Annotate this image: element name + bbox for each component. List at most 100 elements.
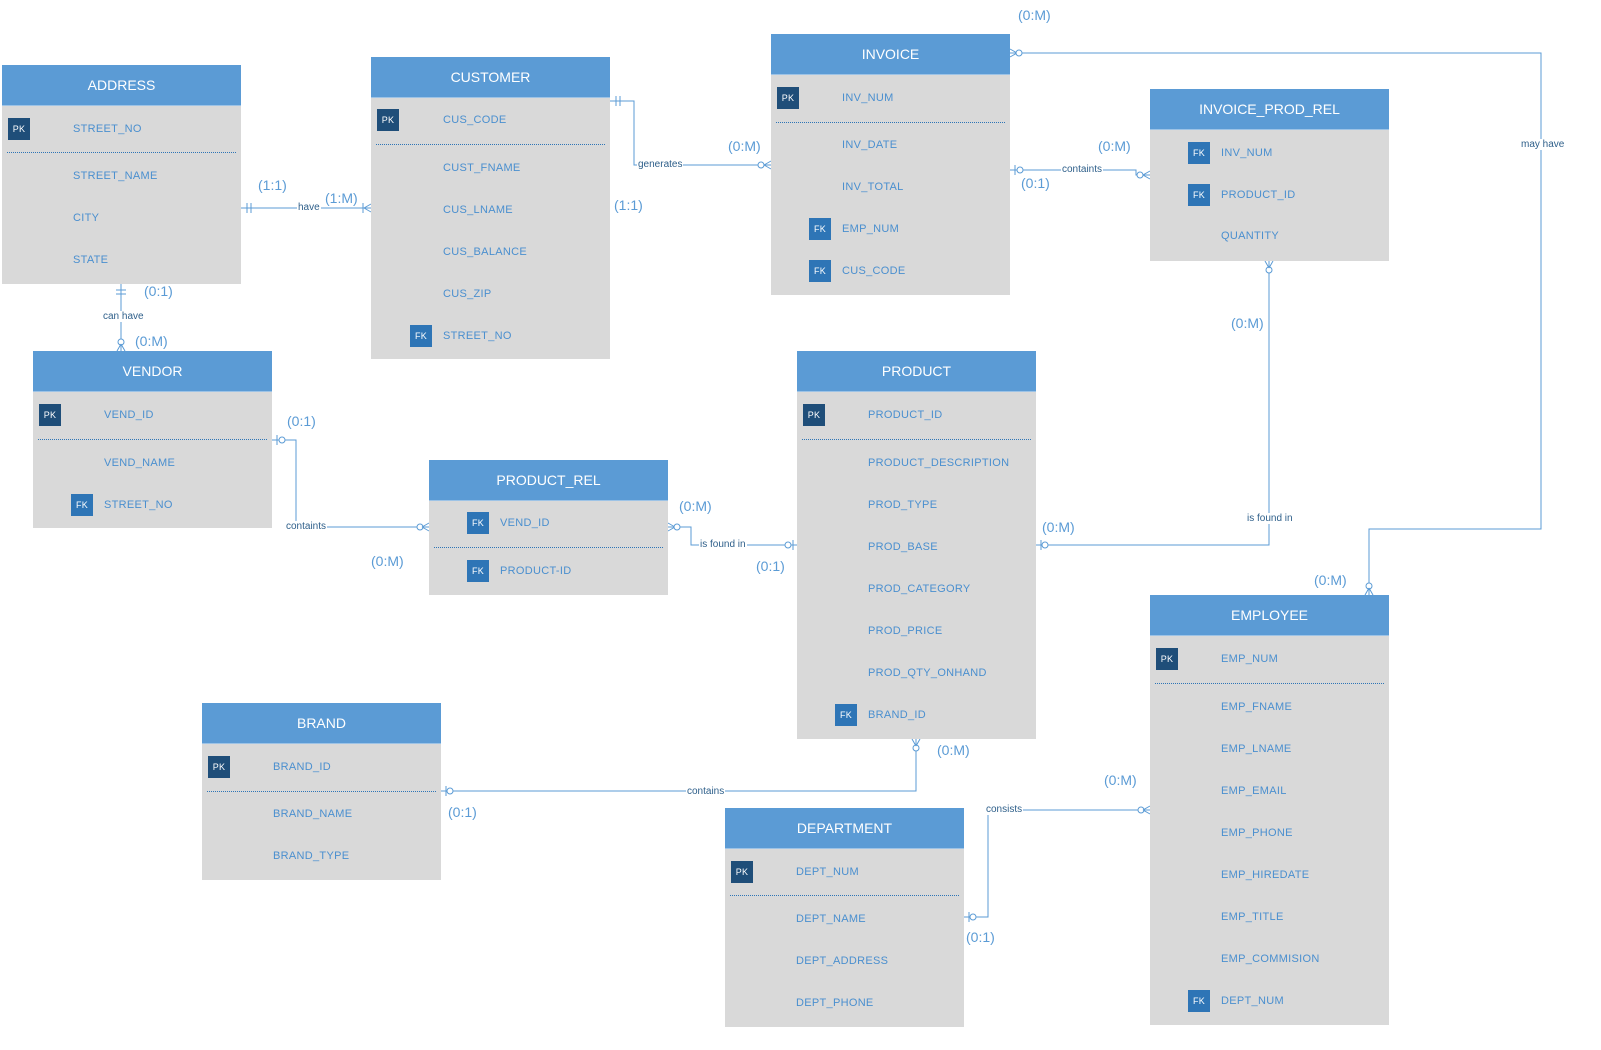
cardinality-label: (0:1) <box>1021 175 1050 191</box>
attribute-name: DEPT_NUM <box>1221 995 1284 1007</box>
entity-title: PRODUCT <box>797 351 1036 392</box>
zero-marker <box>1365 582 1373 590</box>
foreign-key-badge: FK <box>467 560 489 582</box>
attribute-name: EMP_TITLE <box>1221 911 1284 923</box>
attribute-row: PROD_TYPE <box>797 492 1036 518</box>
attribute-row: EMP_COMMISION <box>1150 946 1389 972</box>
attribute-name: STREET_NAME <box>73 170 158 182</box>
relationship-line <box>441 739 917 792</box>
key-separator <box>38 439 267 440</box>
attribute-row: DEPT_NAME <box>725 906 964 932</box>
relationship-label: generates <box>637 159 684 170</box>
key-separator <box>1155 683 1384 684</box>
cardinality-label: (0:M) <box>135 333 168 349</box>
attribute-name: STATE <box>73 254 109 266</box>
attribute-name: EMP_NUM <box>1221 653 1279 665</box>
attribute-row: CITY <box>2 205 241 231</box>
cardinality-label: (0:M) <box>728 138 761 154</box>
attribute-name: CUST_FNAME <box>443 162 521 174</box>
cardinality-label: (1:M) <box>325 190 358 206</box>
attribute-name: QUANTITY <box>1221 230 1280 242</box>
many-marker <box>911 738 921 747</box>
zero-marker <box>969 913 977 921</box>
attribute-name: STREET_NO <box>443 330 512 342</box>
primary-key-badge: PK <box>1156 648 1178 670</box>
attribute-row: PRODUCT_DESCRIPTION <box>797 450 1036 476</box>
entity-title: PRODUCT_REL <box>429 460 668 501</box>
zero-marker <box>1016 166 1024 174</box>
attribute-name: INV_NUM <box>842 92 894 104</box>
key-separator <box>776 122 1005 123</box>
attribute-name: PRODUCT-ID <box>500 565 572 577</box>
relationship-label: consists <box>985 804 1024 815</box>
many-marker <box>1142 805 1151 815</box>
primary-key-badge: PK <box>377 109 399 131</box>
relationship-line <box>1036 261 1270 546</box>
attribute-name: PROD_TYPE <box>868 499 938 511</box>
many-marker <box>363 203 372 213</box>
foreign-key-badge: FK <box>809 260 831 282</box>
relationship-line <box>610 100 771 166</box>
attribute-name: STREET_NO <box>73 123 142 135</box>
relationship-label: may have <box>1520 139 1566 150</box>
relationship-label: is found in <box>1246 513 1294 524</box>
attribute-name: INV_TOTAL <box>842 181 904 193</box>
attribute-row: PK INV_NUM <box>771 85 1010 111</box>
key-separator <box>434 547 663 548</box>
cardinality-label: (0:M) <box>1104 772 1137 788</box>
cardinality-label: (0:1) <box>966 929 995 945</box>
attribute-row: BRAND_TYPE <box>202 843 441 869</box>
foreign-key-badge: FK <box>1188 184 1210 206</box>
cardinality-label: (0:1) <box>287 413 316 429</box>
attribute-row: VEND_NAME <box>33 450 272 476</box>
attribute-name: EMP_PHONE <box>1221 827 1293 839</box>
zero-marker <box>1136 171 1144 179</box>
key-separator <box>7 152 236 153</box>
attribute-row: DEPT_ADDRESS <box>725 948 964 974</box>
attribute-row: PK EMP_NUM <box>1150 646 1389 672</box>
cardinality-label: (0:1) <box>756 558 785 574</box>
attribute-row: EMP_PHONE <box>1150 820 1389 846</box>
many-marker <box>1364 587 1374 596</box>
attribute-name: VEND_ID <box>104 409 154 421</box>
entity-title: BRAND <box>202 703 441 744</box>
attribute-name: CUS_BALANCE <box>443 246 527 258</box>
attribute-name: EMP_NUM <box>842 223 900 235</box>
cardinality-label: (0:M) <box>679 498 712 514</box>
cardinality-label: (1:1) <box>258 177 287 193</box>
attribute-name: CUS_CODE <box>443 114 507 126</box>
zero-marker <box>278 436 286 444</box>
primary-key-badge: PK <box>777 87 799 109</box>
attribute-row: STATE <box>2 247 241 273</box>
attribute-row: INV_TOTAL <box>771 174 1010 200</box>
cardinality-label: (1:1) <box>614 197 643 213</box>
zero-marker <box>446 787 454 795</box>
attribute-name: DEPT_ADDRESS <box>796 955 889 967</box>
cardinality-label: (0:1) <box>144 283 173 299</box>
many-marker <box>1009 48 1018 58</box>
attribute-row: PROD_BASE <box>797 534 1036 560</box>
key-separator <box>802 439 1031 440</box>
attribute-row: CUST_FNAME <box>371 155 610 181</box>
zero-marker <box>1041 541 1049 549</box>
cardinality-label: (0:M) <box>1314 572 1347 588</box>
attribute-name: PROD_CATEGORY <box>868 583 971 595</box>
attribute-row: BRAND_NAME <box>202 801 441 827</box>
attribute-row: CUS_LNAME <box>371 197 610 223</box>
attribute-name: CUS_ZIP <box>443 288 492 300</box>
